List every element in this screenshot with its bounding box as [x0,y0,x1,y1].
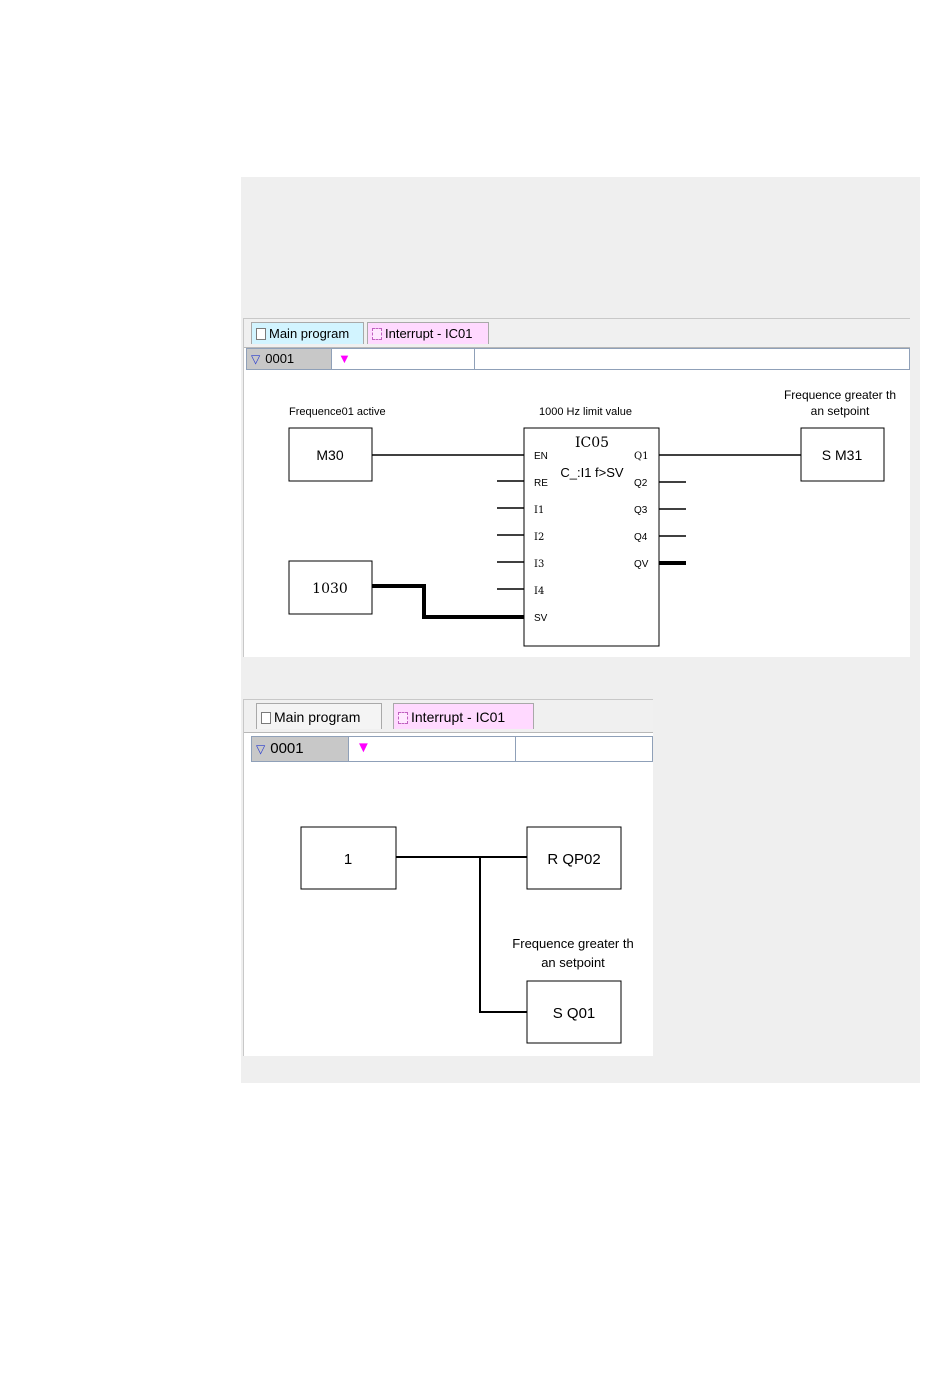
constant-label: 1030 [312,581,348,597]
coil-s-q01[interactable]: S Q01 [527,981,621,1043]
contact-label: M30 [316,447,343,463]
wire-thick [372,586,524,617]
program-editor-main: Main program Interrupt - IC01 ▽0001 ▼ Fr… [243,318,910,657]
contact-m30[interactable]: M30 [289,428,372,481]
coil-comment-line2: an setpoint [811,404,870,418]
output-q4: Q4 [634,532,648,543]
coil-comment-line1: Frequence greater th [784,388,896,402]
coil-s-m31[interactable]: S M31 [801,428,884,481]
constant-1030[interactable]: 1030 [289,561,372,614]
coil-label: S M31 [822,447,863,463]
block-name: IC05 [575,435,609,451]
program-editor-interrupt: Main program Interrupt - IC01 ▽0001 ▼ 1 … [243,699,653,1056]
coil-comment-line2: an setpoint [541,955,605,970]
coil-r-qp02[interactable]: R QP02 [527,827,621,889]
branch-wire [480,857,527,1012]
contact-label: 1 [344,851,352,868]
coil-comment-line1: Frequence greater th [512,936,633,951]
coil-label: R QP02 [547,851,600,868]
ladder-diagram-2: 1 R QP02 Frequence greater th an setpoin… [244,700,653,1056]
contact-comment: Frequence01 active [289,406,386,418]
input-sv: SV [534,613,548,624]
output-qv: QV [634,559,649,570]
input-en: EN [534,451,548,462]
function-block-ic05[interactable]: IC05 C_:I1 f>SV EN RE I1 I2 I3 I4 SV Q1 … [524,428,659,646]
block-comment: 1000 Hz limit value [539,406,632,418]
input-i1: I1 [534,505,544,516]
block-function: C_:I1 f>SV [560,465,624,480]
output-q3: Q3 [634,505,648,516]
ladder-diagram-1: Frequence01 active 1000 Hz limit value F… [244,319,910,657]
contact-1[interactable]: 1 [301,827,396,889]
input-i4: I4 [534,586,544,597]
input-i2: I2 [534,532,544,543]
output-q2: Q2 [634,478,648,489]
input-i3: I3 [534,559,544,570]
coil-label: S Q01 [553,1005,596,1022]
input-re: RE [534,478,548,489]
output-q1: Q1 [634,451,649,462]
